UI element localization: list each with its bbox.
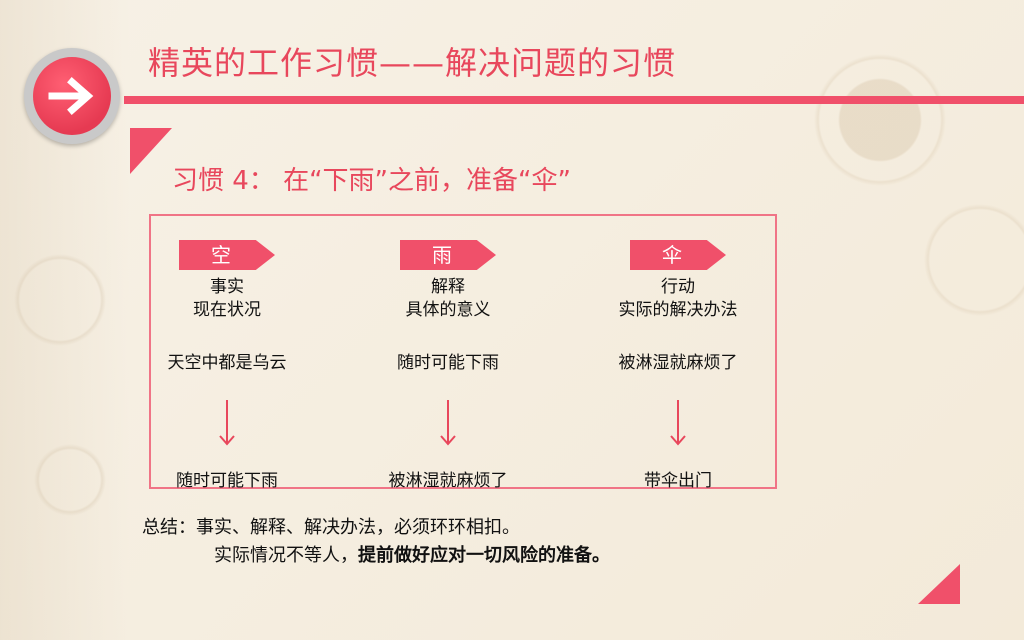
corner-decoration-top (130, 128, 172, 174)
summary-line-1: 总结：事实、解释、解决办法，必须环环相扣。 (142, 517, 520, 538)
column-result: 带伞出门 (644, 471, 712, 491)
column-subheading: 实际的解决办法 (618, 300, 738, 320)
summary-line-2-prefix: 实际情况不等人， (214, 545, 358, 566)
arrow-down-icon (440, 400, 456, 446)
page-title: 精英的工作习惯——解决问题的习惯 (148, 44, 677, 82)
column-heading: 事实 (210, 277, 244, 297)
column-fact: 天空中都是乌云 (167, 353, 287, 373)
summary-line-2: 实际情况不等人，提前做好应对一切风险的准备。 (142, 542, 610, 570)
arrow-right-icon (48, 77, 94, 115)
column-result: 被淋湿就麻烦了 (388, 471, 508, 491)
tag-label: 雨 (400, 240, 496, 270)
title-underline (124, 96, 1024, 104)
column-sky: 空 事实 现在状况 天空中都是乌云 随时可能下雨 (132, 240, 322, 491)
column-fact: 随时可能下雨 (397, 353, 499, 373)
header-badge (33, 57, 111, 135)
arrow-down-icon (219, 400, 235, 446)
habit-subtitle: 习惯 4： 在“下雨”之前，准备“伞” (172, 166, 571, 196)
column-rain: 雨 解释 具体的意义 随时可能下雨 被淋湿就麻烦了 (353, 240, 543, 491)
column-result: 随时可能下雨 (176, 471, 278, 491)
summary: 总结：事实、解释、解决办法，必须环环相扣。 实际情况不等人，提前做好应对一切风险… (142, 514, 610, 570)
summary-line-2-emphasis: 提前做好应对一切风险的准备。 (358, 545, 610, 566)
habit-diagram-box: 空 事实 现在状况 天空中都是乌云 随时可能下雨 雨 解释 具体的意义 随时可能… (149, 214, 777, 491)
tag-label: 空 (179, 240, 275, 270)
column-subheading: 现在状况 (193, 300, 261, 320)
column-subheading: 具体的意义 (405, 300, 491, 320)
column-heading: 解释 (431, 277, 465, 297)
tag-label: 伞 (630, 240, 726, 270)
column-fact: 被淋湿就麻烦了 (618, 353, 738, 373)
column-heading: 行动 (661, 277, 695, 297)
column-umbrella: 伞 行动 实际的解决办法 被淋湿就麻烦了 带伞出门 (583, 240, 773, 491)
arrow-down-icon (670, 400, 686, 446)
corner-decoration-bottom (918, 564, 960, 604)
